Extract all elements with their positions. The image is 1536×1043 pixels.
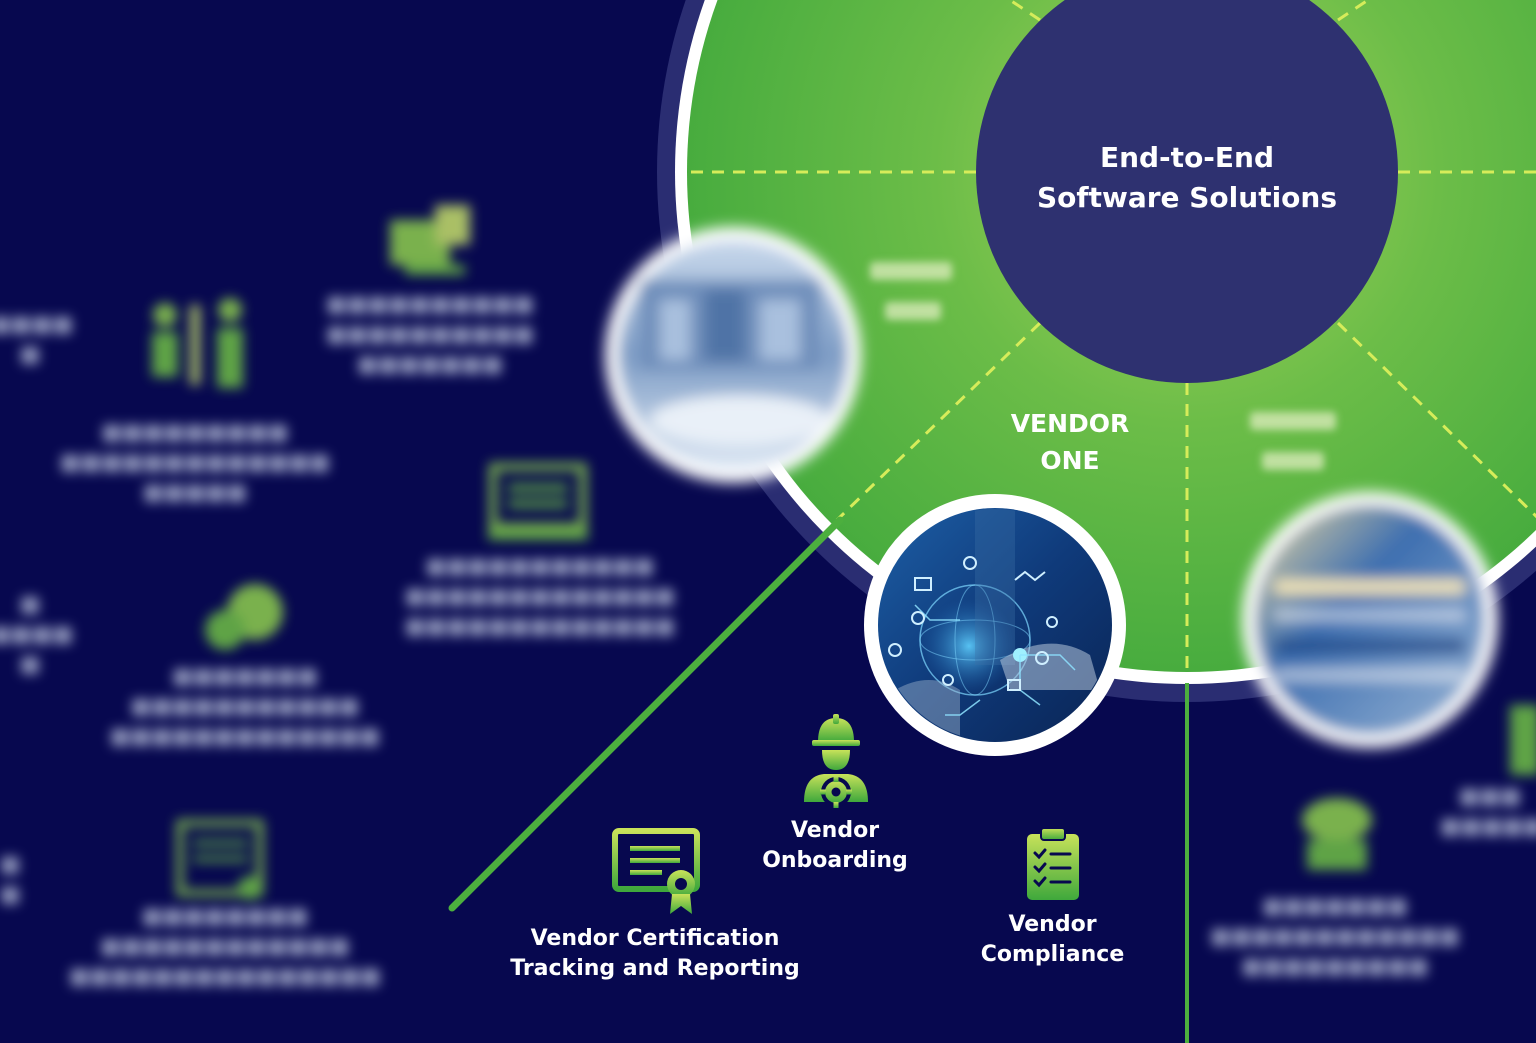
vendor-connector-line	[448, 516, 844, 912]
blurred-edge-icon	[1510, 705, 1536, 775]
blurred-label-edge-3: ■■	[0, 852, 21, 907]
vendor-compliance-label: Vendor Compliance	[950, 910, 1155, 970]
blurred-label-3: ■■■■■■■■■■■■■■■■■■■■■■■■■■■■■■■■■■■■■	[404, 554, 676, 639]
blurred-dashboard-icon	[488, 463, 588, 540]
gear-icon	[963, 556, 977, 570]
magnifier-icon	[1035, 651, 1049, 665]
blurred-label-2: ■■■■■■■■■■■■■■■■■■■■■■■■■■■	[59, 420, 331, 505]
vendor-certification-line2: Tracking and Reporting	[510, 956, 800, 981]
blurred-label-1: ■■■■■■■■■■■■■■■■■■■■■■■■■■■	[326, 292, 534, 377]
blurred-workorder-icon	[176, 819, 264, 900]
vendor-certification-label: Vendor Certification Tracking and Report…	[485, 924, 825, 984]
blurred-segment-labels	[870, 262, 1336, 470]
blurred-chart-icon	[390, 205, 470, 275]
lightbulb-icon	[911, 611, 925, 625]
globe-small-icon	[942, 674, 954, 686]
chart-icon	[914, 577, 932, 591]
blurred-label-edge-4: ■■■■■■■■	[1440, 784, 1536, 839]
segment-dividers	[687, 0, 1536, 670]
handshake-icon	[1014, 570, 1046, 582]
center-title: End-to-End Software Solutions	[1000, 138, 1374, 218]
vendor-onboarding-line1: Vendor	[790, 818, 880, 843]
blurred-label-5: ■■■■■■■■■■■■■■■■■■■■■■■■■■■■■■■■■■■	[69, 904, 381, 989]
blurred-label-6: ■■■■■■■■■■■■■■■■■■■■■■■■■■■■	[1210, 894, 1460, 979]
vendor-compliance-line2: Compliance	[980, 942, 1125, 967]
segment-title-vendor-one: VENDOR ONE	[980, 405, 1160, 479]
blurred-workforce-icon	[152, 298, 243, 388]
center-title-line2: Software Solutions	[1036, 181, 1338, 214]
clipboard-checklist-icon	[1027, 827, 1079, 900]
center-title-line1: End-to-End	[1099, 141, 1275, 174]
lock-icon	[1007, 679, 1021, 691]
certificate-icon	[612, 828, 700, 914]
vendor-onboarding-line2: Onboarding	[762, 848, 908, 873]
segment-title-line2: ONE	[1040, 446, 1100, 475]
blurred-label-edge-1: ■■■■■	[0, 312, 74, 367]
settings-icon	[888, 643, 902, 657]
blurred-time-icon	[205, 584, 283, 650]
segment-title-line1: VENDOR	[1010, 409, 1130, 438]
vendor-onboarding-label: Vendor Onboarding	[735, 816, 935, 876]
blurred-label-4: ■■■■■■■■■■■■■■■■■■■■■■■■■■■■■■■	[109, 664, 381, 749]
vendor-one-image	[864, 494, 1126, 756]
segment-image-right	[1242, 492, 1498, 748]
segment-image-left	[605, 227, 861, 483]
center-hub	[976, 0, 1398, 383]
people-icon	[1046, 616, 1058, 628]
vendor-certification-line1: Vendor Certification	[530, 926, 780, 951]
blurred-label-edge-2: ■■■■■■	[0, 592, 74, 677]
blurred-cloud-icon	[1302, 798, 1372, 870]
vendor-compliance-line1: Vendor	[1008, 912, 1097, 937]
engineer-gear-icon	[804, 714, 868, 808]
